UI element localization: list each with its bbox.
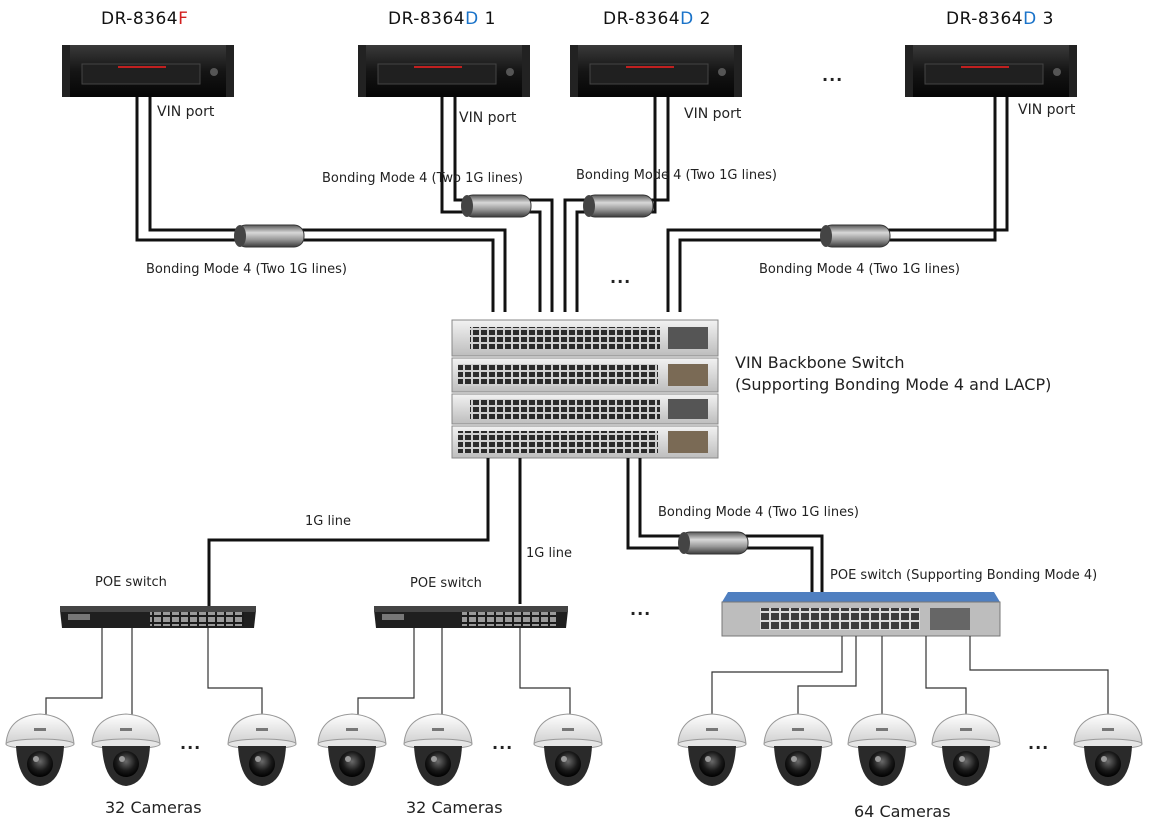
dvr-unit-f <box>62 45 234 97</box>
cable-poe-3-a <box>626 458 814 596</box>
cable-dvr-f-a <box>135 95 495 312</box>
dome-camera <box>847 713 917 786</box>
backbone-switch <box>451 319 719 459</box>
dome-camera <box>227 713 297 786</box>
bond-sleeve-center-right <box>583 194 654 218</box>
ellipsis-backbone: ... <box>610 268 632 287</box>
cable-dvr-d3-b <box>678 95 997 312</box>
ellipsis-cameras-1: ... <box>180 734 202 753</box>
dome-camera <box>403 713 473 786</box>
dvr-unit-d2 <box>570 45 742 97</box>
dome-camera <box>931 713 1001 786</box>
bonding-label-poe: Bonding Mode 4 (Two 1G lines) <box>658 505 859 520</box>
ellipsis-dvr: ... <box>822 66 844 85</box>
bond-sleeves <box>234 194 891 248</box>
bond-sleeve-right <box>820 224 891 248</box>
link-label-left: 1G line <box>305 514 351 529</box>
camera-wires <box>45 628 1109 716</box>
bonding-label-right: Bonding Mode 4 (Two 1G lines) <box>759 262 960 277</box>
camera-count-3: 64 Cameras <box>854 802 951 821</box>
ellipsis-cameras-2: ... <box>492 734 514 753</box>
link-label-center: 1G line <box>526 546 572 561</box>
poe-switch-label-3: POE switch (Supporting Bonding Mode 4) <box>830 568 1098 583</box>
bond-sleeve-poe <box>678 531 749 555</box>
poe-switch-label-1: POE switch <box>95 575 167 590</box>
camera-count-2: 32 Cameras <box>406 798 503 817</box>
bond-sleeve-left <box>234 224 305 248</box>
dvr-unit-d3 <box>905 45 1077 97</box>
bonding-label-left: Bonding Mode 4 (Two 1G lines) <box>146 262 347 277</box>
backbone-switch-unit-1 <box>451 319 719 357</box>
dome-camera <box>5 713 75 786</box>
dome-camera <box>91 713 161 786</box>
cameras <box>5 713 1143 786</box>
backbone-switch-unit-4 <box>451 425 719 459</box>
poe-switch-2 <box>374 606 568 628</box>
dvr-title-f: DR-8364F <box>101 9 189 29</box>
cable-poe-3-b <box>638 458 824 596</box>
dome-camera <box>317 713 387 786</box>
dvr-title-d2: DR-8364D 2 <box>603 9 711 29</box>
poe-switch-1 <box>60 606 256 628</box>
backbone-switch-unit-3 <box>451 393 719 425</box>
backbone-title: VIN Backbone Switch <box>735 353 905 372</box>
dvr-cables <box>135 95 1009 312</box>
dvr-unit-d1 <box>358 45 530 97</box>
ellipsis-cameras-3: ... <box>1028 734 1050 753</box>
dome-camera <box>533 713 603 786</box>
cable-poe-1 <box>207 458 490 608</box>
dome-camera <box>1073 713 1143 786</box>
backbone-switch-unit-2 <box>451 357 719 393</box>
poe-switch-label-2: POE switch <box>410 576 482 591</box>
bond-sleeve-center-left <box>461 194 532 218</box>
dome-camera <box>763 713 833 786</box>
bonding-label-center-right: Bonding Mode 4 (Two 1G lines) <box>576 168 777 183</box>
dvr-title-d1: DR-8364D 1 <box>388 9 496 29</box>
bonding-label-center-left: Bonding Mode 4 (Two 1G lines) <box>322 171 523 186</box>
dome-camera <box>677 713 747 786</box>
ellipsis-poe: ... <box>630 600 652 619</box>
cable-dvr-f-b <box>148 95 507 312</box>
backbone-label: VIN Backbone Switch (Supporting Bonding … <box>735 352 1051 396</box>
cable-dvr-d3-a <box>666 95 1009 312</box>
dvr-title-d3: DR-8364D 3 <box>946 9 1054 29</box>
vin-port-label-f: VIN port <box>157 104 215 120</box>
camera-count-1: 32 Cameras <box>105 798 202 817</box>
vin-port-label-d2: VIN port <box>684 106 742 122</box>
backbone-subtitle: (Supporting Bonding Mode 4 and LACP) <box>735 375 1052 394</box>
poe-switch-3 <box>721 592 1001 637</box>
vin-port-label-d3: VIN port <box>1018 102 1076 118</box>
vin-port-label-d1: VIN port <box>459 110 517 126</box>
